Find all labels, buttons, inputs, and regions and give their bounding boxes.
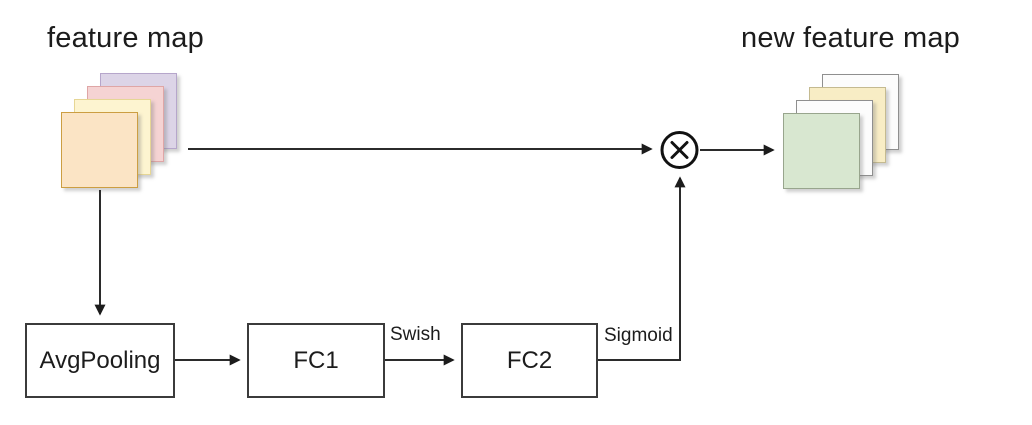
multiply-icon bbox=[660, 131, 699, 169]
fc2-label: FC2 bbox=[506, 346, 553, 374]
fc1-block: FC1 bbox=[247, 323, 385, 398]
input-layer-orange bbox=[61, 112, 138, 188]
fc2-block: FC2 bbox=[461, 323, 598, 398]
input-feature-map-label: feature map bbox=[47, 22, 204, 54]
swish-activation-label: Swish bbox=[390, 324, 441, 345]
sigmoid-activation-label: Sigmoid bbox=[604, 325, 673, 346]
avgpooling-label: AvgPooling bbox=[39, 346, 161, 374]
fc1-label: FC1 bbox=[293, 346, 339, 374]
avgpooling-block: AvgPooling bbox=[25, 323, 175, 398]
output-layer-green bbox=[783, 113, 860, 189]
output-feature-map-label: new feature map bbox=[741, 22, 961, 54]
